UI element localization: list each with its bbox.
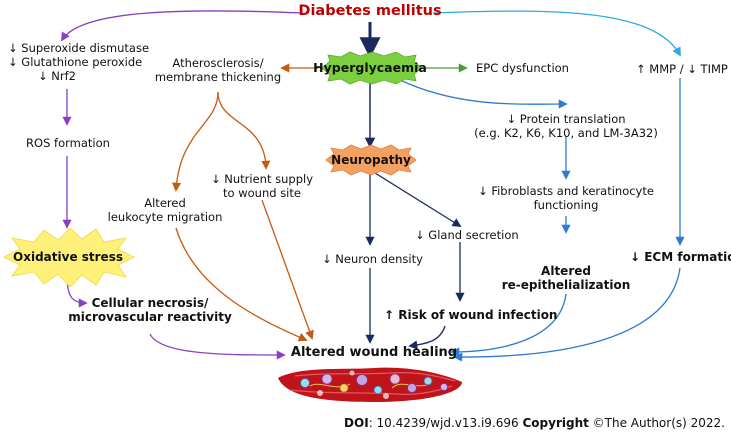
diabetes-mellitus-title: Diabetes mellitus (298, 3, 442, 19)
copyright-label: Copyright (522, 416, 589, 430)
neuron-density-node: ↓ Neuron density (322, 252, 423, 266)
fibroblast-line-1: ↓ Fibroblasts and keratinocyte (478, 184, 654, 198)
arrow-ecm-to-healing (453, 267, 681, 362)
nutrient-line-1: ↓ Nutrient supply (210, 172, 314, 186)
oxidative-stress-burst-shape (3, 227, 135, 288)
wound-infection-node: ↑ Risk of wound infection (384, 308, 558, 322)
fibroblast-node: ↓ Fibroblasts and keratinocyte functioni… (478, 184, 654, 212)
protein-translation-line-2: (e.g. K2, K6, K10, and LM-3A32) (474, 126, 658, 140)
antioxidant-node: ↓ Superoxide dismutase ↓ Glutathione per… (8, 41, 149, 83)
hyperglycaemia-node: Hyperglycaemia (313, 60, 427, 75)
cellular-necrosis-line-1: Cellular necrosis/ (91, 296, 209, 310)
copyright-value: ©The Author(s) 2022. (588, 416, 725, 430)
protein-translation-line-1: ↓ Protein translation (506, 112, 626, 126)
atherosclerosis-node: Atherosclerosis/ membrane thickening (155, 56, 281, 84)
arrow-hyperglycaemia-to-protein (399, 79, 568, 109)
re-epithelialization-line-2: re-epithelialization (501, 278, 631, 292)
citation-footer: DOI: 10.4239/wjd.v13.i9.696 Copyright ©T… (344, 416, 725, 430)
arrow-reepi-to-healing (450, 293, 567, 357)
leukocyte-line-2: leukocyte migration (107, 210, 223, 224)
superoxide-dismutase-label: ↓ Superoxide dismutase (8, 41, 150, 55)
re-epithelialization-node: Altered re-epithelialization (502, 264, 631, 292)
atherosclerosis-line-2: membrane thickening (154, 70, 282, 84)
oxidative-stress-node: Oxidative stress (13, 250, 123, 264)
arrow-infection-to-healing (408, 325, 446, 350)
arrow-leukocyte-to-healing (175, 227, 308, 342)
arrow-dm-to-mmp (432, 10, 681, 57)
leukocyte-line-1: Altered (144, 196, 186, 210)
ecm-formation-node: ↓ ECM formation (630, 250, 731, 264)
neuropathy-burst-shape (325, 144, 417, 176)
arrow-necrosis-to-healing (149, 333, 286, 360)
gland-secretion-node: ↓ Gland secretion (415, 228, 519, 242)
wound-tissue-image (278, 367, 462, 402)
mmp-timp-node: ↑ MMP / ↓ TIMP (636, 62, 728, 76)
leukocyte-migration-node: Altered leukocyte migration (108, 196, 223, 224)
ros-formation-node: ROS formation (26, 136, 110, 150)
glutathione-peroxide-label: ↓ Glutathione peroxide (8, 55, 143, 69)
neuropathy-node: Neuropathy (331, 153, 411, 167)
cellular-necrosis-line-2: microvascular reactivity (68, 310, 232, 324)
arrow-athero-to-nutrient (217, 91, 271, 170)
atherosclerosis-line-1: Atherosclerosis/ (172, 56, 264, 70)
hyperglycaemia-burst-shape (321, 51, 423, 85)
fibroblast-line-2: functioning (533, 198, 599, 212)
doi-label: DOI (344, 416, 369, 430)
arrow-athero-to-leukocyte (171, 91, 219, 192)
arrow-dm-to-antioxidant (61, 10, 304, 42)
nutrient-supply-node: ↓ Nutrient supply to wound site (211, 172, 313, 200)
cellular-necrosis-node: Cellular necrosis/ microvascular reactiv… (68, 296, 232, 324)
nutrient-line-2: to wound site (223, 186, 301, 200)
protein-translation-node: ↓ Protein translation (e.g. K2, K6, K10,… (474, 112, 658, 140)
doi-value: : 10.4239/wjd.v13.i9.696 (368, 416, 523, 430)
epc-dysfunction-node: EPC dysfunction (476, 61, 569, 75)
re-epithelialization-line-1: Altered (541, 264, 591, 278)
nrf2-label: ↓ Nrf2 (38, 69, 76, 83)
arrow-neuropathy-to-gland (374, 172, 462, 227)
altered-wound-healing-node: Altered wound healing (290, 345, 458, 360)
arrow-nutrient-to-healing (261, 199, 314, 340)
